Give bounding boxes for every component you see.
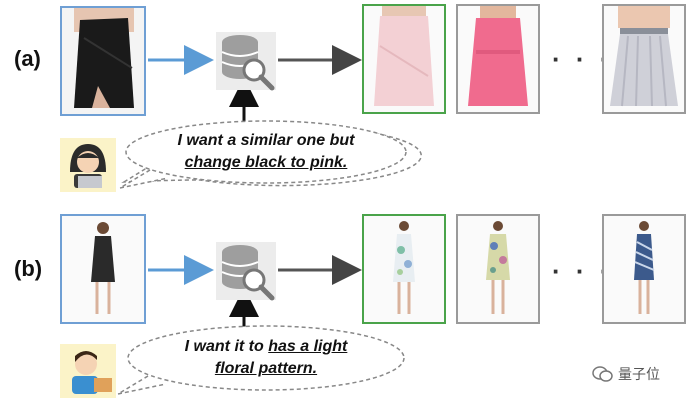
ellipsis-b: · · · <box>552 256 613 286</box>
feedback-line-b-emph: has a light <box>268 338 348 355</box>
wechat-icon <box>592 366 613 382</box>
user-avatar-boy <box>60 344 116 403</box>
query-image-a <box>60 6 146 116</box>
row-label-b: (b) <box>14 256 43 281</box>
watermark-text: 量子位 <box>618 366 660 382</box>
result-image-b-2 <box>456 214 540 324</box>
result-image-b-1 <box>362 214 446 324</box>
row-label-a: (a) <box>14 46 41 71</box>
ellipsis-a: · · · <box>552 44 613 74</box>
result-image-a-3 <box>602 4 686 114</box>
feedback-line-a-2: change black to pink. <box>184 154 348 171</box>
user-avatar-girl <box>60 138 116 197</box>
database-search-icon <box>214 240 278 307</box>
feedback-line-b-plain: I want it to <box>184 338 264 355</box>
feedback-line-a-1: I want a similar one but <box>177 132 355 149</box>
result-image-b-3 <box>602 214 686 324</box>
database-search-icon <box>214 30 278 97</box>
result-image-a-2 <box>456 4 540 114</box>
speech-bubble-b <box>127 325 405 391</box>
feedback-line-b-2: floral pattern. <box>214 360 318 377</box>
feedback-text-a: I want a similar one but change black to… <box>150 130 382 174</box>
watermark: 量子位 <box>592 364 660 384</box>
query-image-b <box>60 214 146 324</box>
result-image-a-1 <box>362 4 446 114</box>
feedback-line-b-1: I want it to has a light <box>150 336 382 358</box>
feedback-text-b: I want it to has a light floral pattern. <box>150 336 382 380</box>
